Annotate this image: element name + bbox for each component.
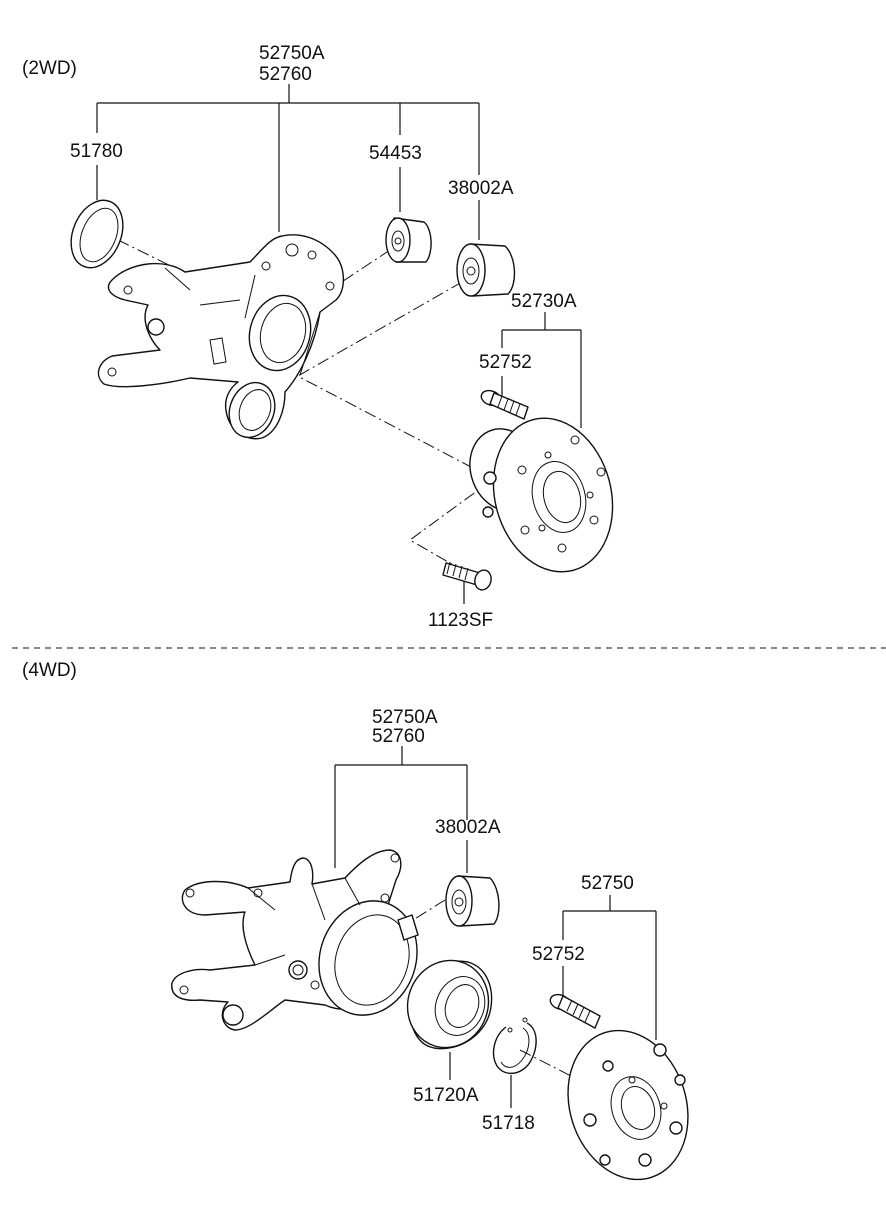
label-assembly-line1: 52750A <box>372 707 438 728</box>
label-mount-bolt: 1123SF <box>428 610 493 631</box>
hub-bolt-4wd <box>549 993 601 1029</box>
leader-lines-2wd <box>96 84 582 604</box>
knuckle-4wd <box>171 849 419 1031</box>
hub-bolt-2wd <box>480 389 529 420</box>
section-title-4wd: (4WD) <box>22 660 77 681</box>
label-bushing-large: 38002A <box>435 817 501 838</box>
bearing <box>406 959 493 1050</box>
bushing-small <box>385 217 432 263</box>
label-assembly-line1: 52750A <box>259 43 325 64</box>
label-bushing-small: 54453 <box>369 143 422 164</box>
label-hub-bolt: 52752 <box>479 352 532 373</box>
snap-ring <box>492 1017 537 1075</box>
knuckle-2wd <box>97 234 345 440</box>
mount-bolt <box>442 561 492 591</box>
label-hub-bolt: 52752 <box>532 944 585 965</box>
label-hub-assembly: 52750 <box>581 873 634 894</box>
label-hub-assembly: 52730A <box>511 291 577 312</box>
hub-assembly-4wd <box>567 1029 689 1181</box>
label-assembly-line2: 52760 <box>259 64 312 85</box>
seal-ring <box>70 199 124 269</box>
bushing-large <box>445 875 500 927</box>
section-title-2wd: (2WD) <box>22 58 77 79</box>
label-seal: 51780 <box>70 141 123 162</box>
label-snap-ring: 51718 <box>482 1113 535 1134</box>
label-bushing-large: 38002A <box>448 178 514 199</box>
hub-assembly-2wd <box>469 417 614 573</box>
label-bearing: 51720A <box>413 1085 479 1106</box>
label-assembly-line2: 52760 <box>372 726 425 747</box>
section-2wd: (2WD) 52750A 52760 51780 54453 38002A 52… <box>22 43 614 631</box>
leader-lines-4wd <box>334 746 657 1108</box>
bushing-large <box>456 243 516 297</box>
section-4wd: (4WD) 52750A 52760 38002A 52750 52752 51… <box>22 660 689 1181</box>
